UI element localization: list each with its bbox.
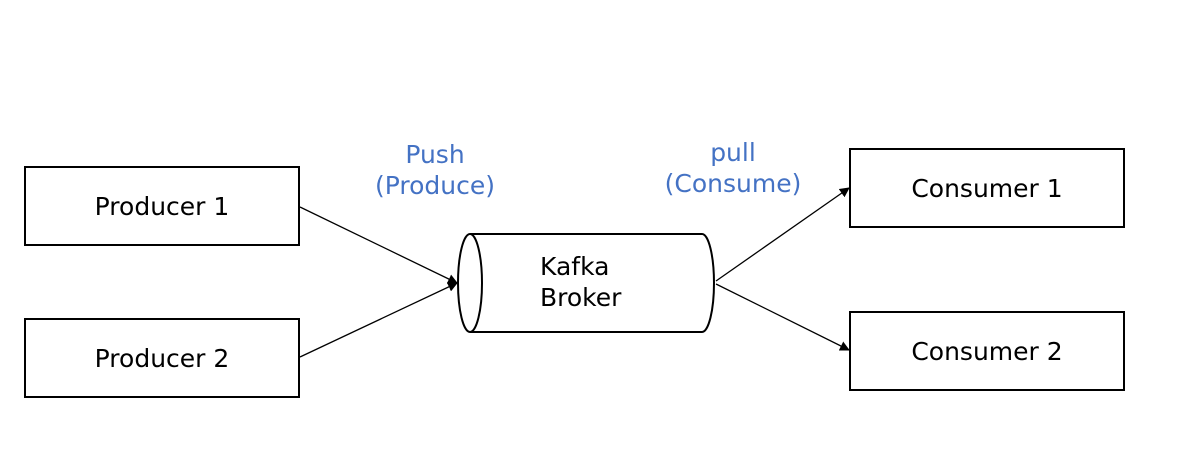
consumer-2-box: Consumer 2 <box>849 311 1125 391</box>
broker-label-line1: Kafka <box>540 252 610 281</box>
pull-label-line1: pull <box>710 138 756 167</box>
producer-1-label: Producer 1 <box>94 191 230 221</box>
consumer-1-label: Consumer 1 <box>911 173 1063 203</box>
consumer-2-label: Consumer 2 <box>911 336 1063 366</box>
broker-label: Kafka Broker <box>540 251 621 313</box>
broker-cylinder-face <box>457 233 483 333</box>
pull-label-line2: (Consume) <box>664 169 802 198</box>
push-label-line2: (Produce) <box>374 171 495 200</box>
broker-label-line2: Broker <box>540 283 622 312</box>
producer-2-label: Producer 2 <box>94 343 230 373</box>
push-edge-label: Push (Produce) <box>352 139 518 201</box>
pull-edge-label: pull (Consume) <box>650 137 816 199</box>
broker-cylinder <box>457 233 715 333</box>
arrow-broker-to-consumer1 <box>715 187 850 282</box>
producer-2-box: Producer 2 <box>24 318 300 398</box>
arrow-producer2-to-broker <box>299 282 458 358</box>
producer-1-box: Producer 1 <box>24 166 300 246</box>
consumer-1-box: Consumer 1 <box>849 148 1125 228</box>
arrow-broker-to-consumer2 <box>715 283 850 351</box>
arrow-producer1-to-broker <box>299 206 458 284</box>
push-label-line1: Push <box>405 140 465 169</box>
broker-cylinder-body <box>470 233 715 333</box>
